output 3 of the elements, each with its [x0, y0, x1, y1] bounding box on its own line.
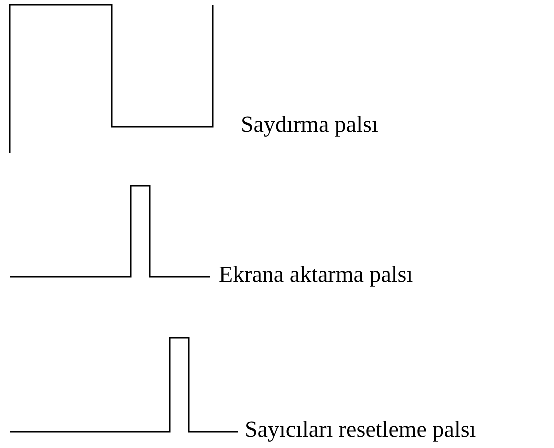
waveform-label: Saydırma palsı [241, 112, 378, 138]
waveform-label: Ekrana aktarma palsı [219, 262, 414, 288]
waveform-label: Sayıcıları resetleme palsı [245, 417, 476, 443]
